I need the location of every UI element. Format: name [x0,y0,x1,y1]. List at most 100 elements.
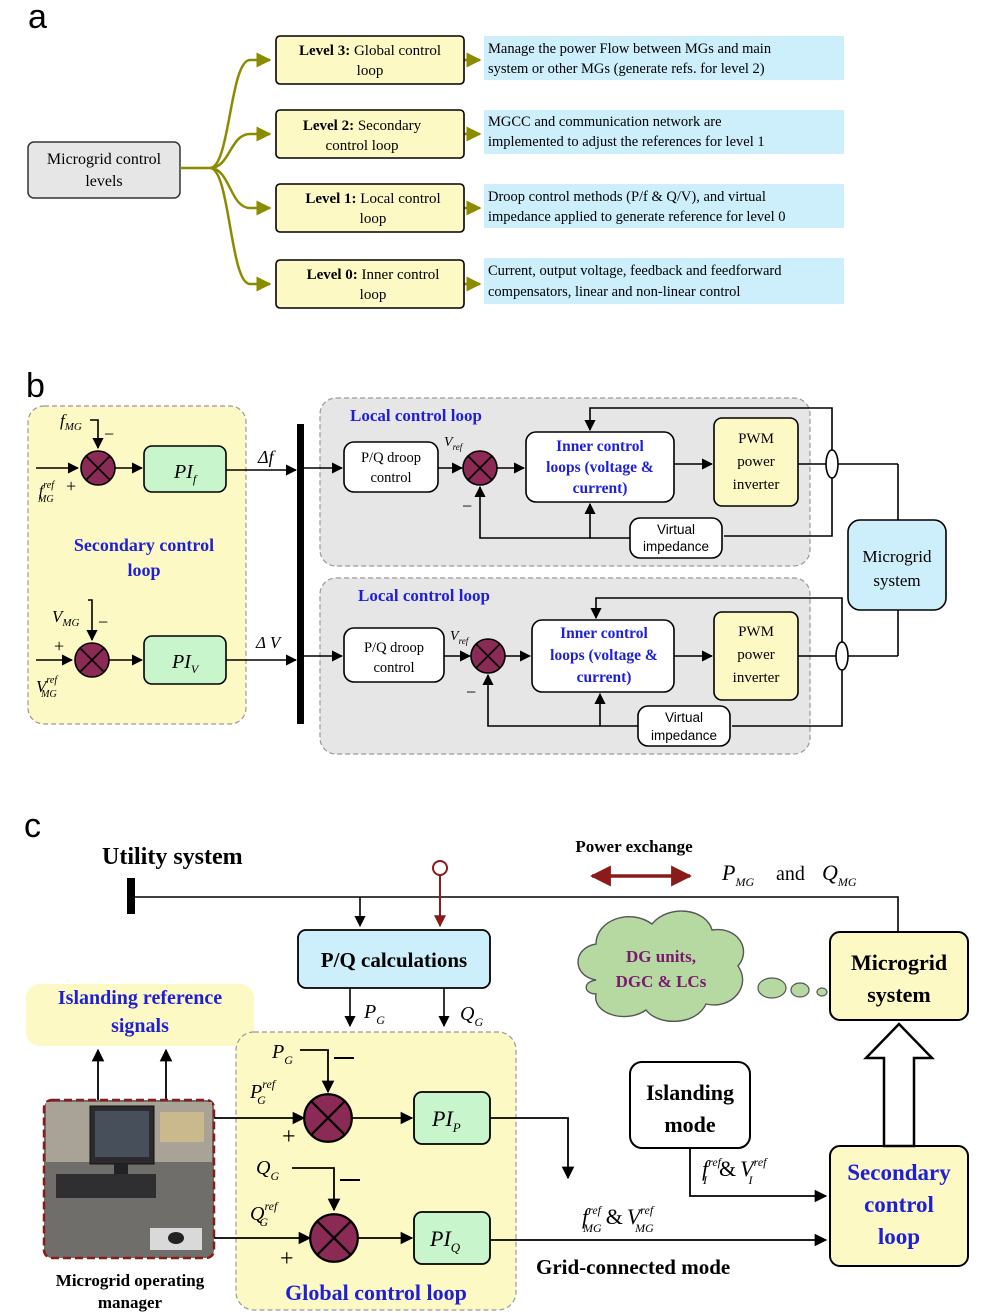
minus-lower: − [466,682,476,702]
level-0-box [275,259,465,309]
pg-ref: P [249,1081,262,1103]
f-ref-symbol: f [39,483,46,500]
vref-upper-sub: ref [453,442,464,452]
level-1-line2: loop [360,211,387,227]
f-mg-sub: MG [64,421,82,433]
panel-a-letter: a [28,0,47,36]
pg-in-sub: G [284,1053,293,1067]
sum-junction-q [309,1213,359,1263]
global-label: Global control loop [285,1280,467,1305]
pwm-upper-line3: inverter [733,477,780,493]
amp-mg: & [606,1204,623,1229]
pwm-upper-line1: PWM [738,431,774,447]
virtual-upper-line1: Virtual [657,522,695,537]
current-sensor-upper [825,449,839,479]
secondary-label-line1: Secondary control [74,535,214,555]
v-mg-ref-sub: MG [634,1221,654,1235]
f-mg-ref: f [582,1204,591,1229]
level-0-bold: Level 0: [307,267,358,283]
v-i-ref-sup: ref [754,1155,769,1169]
q-mg-sub: MG [837,875,857,889]
manager-line2: manager [98,1293,163,1312]
islanding-ref-bubble [26,984,254,1046]
level-3-bold: Level 3: [299,43,350,59]
grid-mode-label: Grid-connected mode [536,1255,730,1279]
droop-block-lower [343,627,445,683]
pi-f-sub: f [193,472,198,486]
f-i-ref-sub: I [702,1173,708,1187]
level-3-desc-box [484,36,844,80]
panel-b-letter: b [26,367,45,405]
level-3-line2: loop [357,63,384,79]
svg-text:QG: QG [460,1003,483,1029]
virtual-lower-line2: impedance [651,728,717,743]
pwm-lower-line3: inverter [733,670,780,686]
inner-upper-line2: loops (voltage & [546,459,654,476]
islanding-mode-line1: Islanding [646,1080,734,1105]
pq-calc-label: P/Q calculations [321,948,467,972]
svg-text:Level 1: Local control: Level 1: Local control [305,191,440,207]
islanding-ref-line1: Islanding reference [58,987,222,1009]
pwm-lower-line2: power [737,647,775,663]
p-mg-sub: MG [734,875,754,889]
droop-upper-line2: control [370,470,411,486]
level-2-line2: control loop [326,138,399,154]
qg-ref-sup: ref [264,1199,279,1213]
level-0-desc-line2: compensators, linear and non-linear cont… [488,284,740,300]
svg-text:PIf: PIf [173,461,198,486]
vref-upper: V [444,435,454,450]
level-3-rest: Global control [350,43,441,59]
pwm-block-upper [713,417,799,507]
droop-lower-line2: control [373,660,414,676]
qg-sub: G [474,1015,483,1029]
droop-lower-line1: P/Q droop [364,640,424,656]
pg-sub: G [376,1013,385,1027]
pi-q-sub: Q [451,1240,461,1255]
local-label-upper: Local control loop [350,406,482,425]
minus-top-f: − [104,424,114,444]
pi-p-sub: P [452,1120,461,1135]
panel-a: a Microgrid control levels Level 3: Glob… [27,0,844,309]
cloud-line2: DGC & LCs [616,972,707,991]
svg-text:PIQ: PIQ [429,1226,461,1255]
microgrid-c-line2: system [867,982,931,1007]
microgrid-system-c [829,931,969,1021]
f-i-ref-sup: ref [708,1155,723,1169]
pq-calc-block [297,929,491,989]
dg-cloud: DG units, DGC & LCs [577,910,828,1022]
vref-lower-sub: ref [459,636,470,646]
cloud-line1: DG units, [626,947,696,966]
and-label: and [776,863,805,885]
delta-v-label: Δ V [255,633,283,652]
virtual-lower-line1: Virtual [665,710,703,725]
v-mg-ref-sup: ref [640,1203,655,1217]
plus-q: + [280,1246,294,1272]
power-exchange-label: Power exchange [575,837,693,856]
secondary-c-line1: Secondary [847,1160,951,1185]
level-1-rest: Local control [357,191,441,207]
svg-text:Level 3: Global control: Level 3: Global control [299,43,441,59]
vref-lower: V [450,629,460,644]
pg-ref-sup: ref [262,1077,277,1091]
panel-c: c Utility system Power exchange PMG and … [24,807,969,1312]
svg-text:PG: PG [271,1041,293,1067]
utility-label: Utility system [102,844,243,870]
level-3: Level 3: Global control loop Manage the … [275,35,844,85]
q-mg: Q [822,860,838,885]
v-ref-symbol: V [36,677,49,696]
level-0-rest: Inner control [358,267,440,283]
microgrid-system-b [847,519,947,611]
inner-lower-line1: Inner control [560,625,648,642]
svg-text:QMG: QMG [822,860,857,889]
level-1-desc-line1: Droop control methods (P/f & Q/V), and v… [488,189,766,205]
f-i-ref: f [702,1156,711,1181]
qg-ref-sub: G [259,1215,268,1229]
pg-ref-sub: G [257,1093,266,1107]
level-0-desc-box [484,258,844,304]
